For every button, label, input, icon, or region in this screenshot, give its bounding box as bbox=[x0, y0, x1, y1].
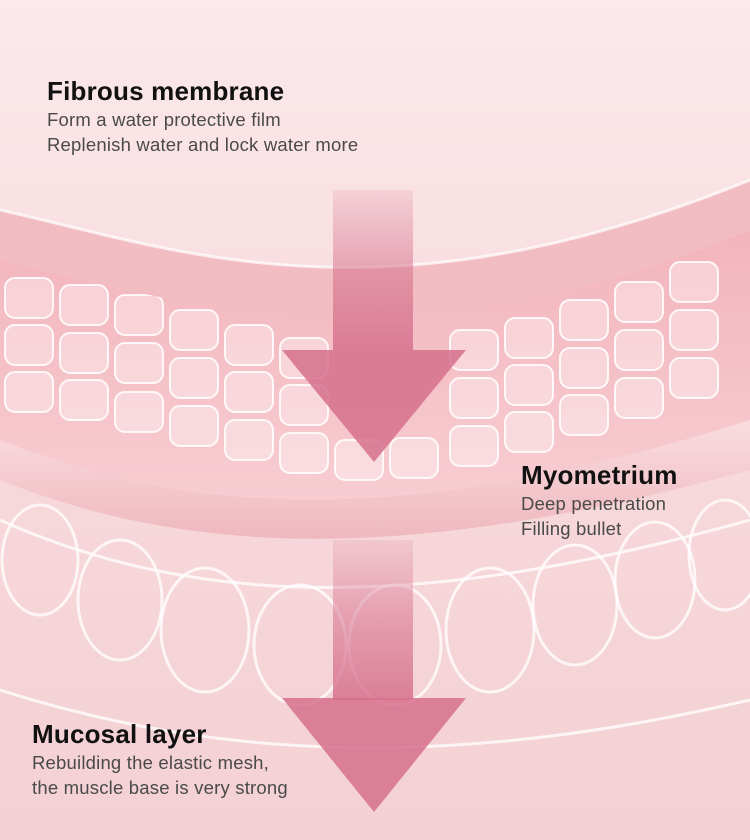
upper-arrow-shaft bbox=[333, 190, 413, 350]
mucosal-layer-line-2: the muscle base is very strong bbox=[32, 777, 288, 798]
lower-membrane-band bbox=[0, 420, 750, 539]
mucosal-layer-label: Mucosal layer Rebuilding the elastic mes… bbox=[32, 718, 288, 800]
fibrous-membrane-label: Fibrous membrane Form a water protective… bbox=[47, 75, 358, 157]
myometrium-line-2: Filling bullet bbox=[521, 518, 622, 539]
fibrous-membrane-line-2: Replenish water and lock water more bbox=[47, 134, 359, 155]
upper-arrow-head bbox=[282, 350, 466, 462]
lower-arrow-shaft bbox=[333, 540, 413, 700]
cell-grid bbox=[4, 261, 719, 481]
myometrium-label: Myometrium Deep penetration Filling bull… bbox=[521, 459, 678, 541]
myometrium-line-1: Deep penetration bbox=[521, 493, 667, 514]
penetration-arrows bbox=[282, 190, 466, 812]
mucosal-layer-line-1: Rebuilding the elastic mesh, bbox=[32, 752, 269, 773]
myometrium-title: Myometrium bbox=[521, 460, 678, 490]
lower-arrow-head bbox=[282, 698, 466, 812]
mucosal-layer-title: Mucosal layer bbox=[32, 719, 207, 749]
fibrous-membrane-title: Fibrous membrane bbox=[47, 76, 285, 106]
fibrous-membrane-line-1: Form a water protective film bbox=[47, 109, 281, 130]
fibrous-membrane-band bbox=[0, 180, 750, 318]
